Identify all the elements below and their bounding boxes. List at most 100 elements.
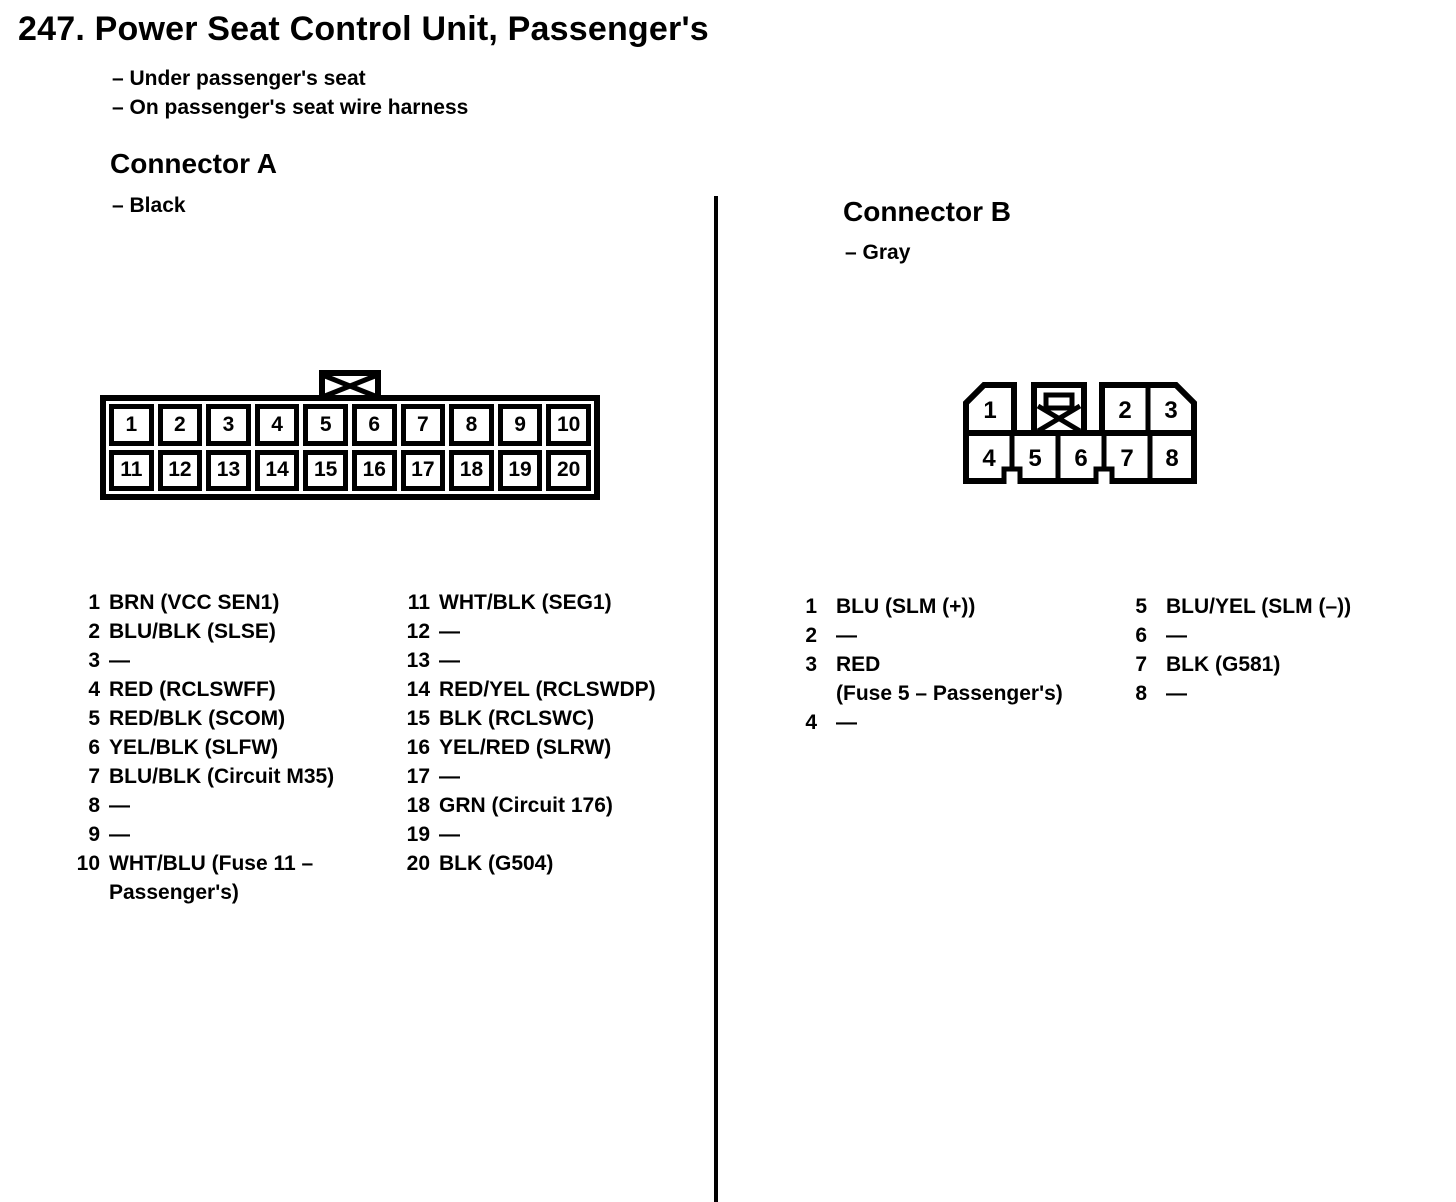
pin-number: 1 [88, 591, 100, 614]
connector-a-pin-cell: 2 [157, 404, 203, 446]
pin-description: BLU/BLK (SLSE) [109, 620, 276, 643]
pin-description: — [439, 765, 460, 788]
connector-a-pin-cell: 16 [351, 449, 397, 491]
connector-a-pin-cell: 7 [400, 404, 446, 446]
connector-a-pin-cell: 20 [546, 449, 591, 491]
pin-row: 5 BLU/YEL (SLM (–)) [1123, 592, 1443, 621]
pin-number: 6 [88, 736, 100, 759]
connector-a-pin-cell: 8 [449, 404, 494, 446]
pin-number: 3 [805, 653, 817, 676]
pin-number: 20 [406, 852, 430, 875]
pin-description: BLK (RCLSWC) [439, 707, 595, 730]
pin-row: 10 WHT/BLU (Fuse 11 –Passenger's) [68, 849, 398, 907]
pin-description: BLU (SLM (+)) [836, 595, 976, 618]
pin-row: 14 RED/YEL (RCLSWDP) [398, 675, 708, 704]
pin-description: — [836, 711, 857, 734]
pin-row: 6 — [1123, 621, 1443, 650]
connector-a-pin-list-left: 1 BRN (VCC SEN1) 2 BLU/BLK (SLSE) 3 — 4 … [68, 588, 398, 907]
pin-number: 7 [1135, 653, 1147, 676]
connector-a-pin-row-top: 1 2 3 4 5 6 7 8 9 10 [109, 404, 591, 446]
pin-description: — [109, 823, 130, 846]
pin-row: 4 — [793, 708, 1113, 737]
connector-a-pin-row-bottom: 11 12 13 14 15 16 17 18 19 20 [109, 449, 591, 491]
pin-row: 15 BLK (RCLSWC) [398, 704, 708, 733]
connector-b-pin-cell: 5 [1028, 445, 1041, 472]
pin-row: 2 BLU/BLK (SLSE) [68, 617, 398, 646]
pin-description: BRN (VCC SEN1) [109, 591, 280, 614]
pin-number: 11 [407, 591, 430, 614]
pin-description: — [1166, 682, 1187, 705]
connector-a-heading: Connector A [110, 148, 277, 179]
pin-row: 3 RED(Fuse 5 – Passenger's) [793, 650, 1113, 708]
pin-number: 1 [805, 595, 817, 618]
pin-description: BLU/BLK (Circuit M35) [109, 765, 335, 788]
pin-row: 8 — [1123, 679, 1443, 708]
page-title: 247. Power Seat Control Unit, Passenger'… [18, 10, 709, 48]
pin-number: 5 [88, 707, 100, 730]
location-notes: – Under passenger's seat – On passenger'… [112, 64, 468, 122]
pin-row: 12 — [398, 617, 708, 646]
pin-number: 16 [406, 736, 430, 759]
connector-a-pin-cell: 4 [254, 404, 300, 446]
pin-description: BLK (G504) [439, 852, 554, 875]
pin-description: — [836, 624, 857, 647]
pin-number: 19 [406, 823, 430, 846]
connector-a-pin-cell: 9 [497, 404, 543, 446]
connector-a-pin-cell: 11 [109, 449, 154, 491]
pin-description: WHT/BLK (SEG1) [439, 591, 612, 614]
pin-description: RED/BLK (SCOM) [109, 707, 286, 730]
pin-number: 8 [88, 794, 100, 817]
pin-number: 2 [88, 620, 100, 643]
pin-row: 7 BLK (G581) [1123, 650, 1443, 679]
pin-row: 20 BLK (G504) [398, 849, 708, 878]
pin-row: 18 GRN (Circuit 176) [398, 791, 708, 820]
pin-description: — [439, 620, 460, 643]
pin-description: WHT/BLU (Fuse 11 –Passenger's) [109, 852, 314, 904]
pin-row: 5 RED/BLK (SCOM) [68, 704, 398, 733]
pin-number: 8 [1135, 682, 1147, 705]
connector-b-pin-cell: 6 [1074, 445, 1087, 472]
connector-b-pin-cell: 7 [1120, 445, 1133, 472]
connector-a-body: 1 2 3 4 5 6 7 8 9 10 [100, 395, 600, 500]
connector-a-pin-cell: 5 [303, 404, 348, 446]
pin-number: 17 [406, 765, 430, 788]
pin-number: 4 [88, 678, 100, 701]
pin-number: 3 [88, 649, 100, 672]
pin-row: 16 YEL/RED (SLRW) [398, 733, 708, 762]
connector-a-pin-cell: 1 [109, 404, 154, 446]
pin-description: YEL/RED (SLRW) [439, 736, 612, 759]
connector-a-pin-cell: 19 [497, 449, 543, 491]
connector-a-drawing: 1 2 3 4 5 6 7 8 9 10 [100, 370, 600, 502]
pin-description: BLK (G581) [1166, 653, 1281, 676]
connector-b-drawing: 1 2 3 4 5 6 7 8 [963, 382, 1197, 484]
pin-row: 2 — [793, 621, 1113, 650]
connector-b-pin-cell: 1 [983, 397, 996, 424]
connector-b-heading: Connector B [843, 196, 1011, 227]
pin-row: 6 YEL/BLK (SLFW) [68, 733, 398, 762]
connector-a-pin-cell: 14 [254, 449, 300, 491]
connector-b-pin-cell: 4 [982, 445, 996, 472]
connector-a-pin-cell: 3 [206, 404, 251, 446]
pin-row: 4 RED (RCLSWFF) [68, 675, 398, 704]
connector-a-pin-cell: 17 [400, 449, 446, 491]
pin-number: 4 [805, 711, 817, 734]
pin-row: 11 WHT/BLK (SEG1) [398, 588, 708, 617]
pin-number: 18 [406, 794, 430, 817]
section-divider-line [714, 196, 718, 1202]
pin-row: 13 — [398, 646, 708, 675]
connector-b-pin-cell: 8 [1165, 445, 1178, 472]
pin-number: 6 [1135, 624, 1147, 647]
connector-b-pin-list-left: 1 BLU (SLM (+)) 2 — 3 RED(Fuse 5 – Passe… [793, 592, 1113, 737]
pin-row: 9 — [68, 820, 398, 849]
location-note: – Under passenger's seat [112, 67, 366, 90]
pin-number: 9 [88, 823, 100, 846]
connector-b-pin-cell: 3 [1164, 397, 1177, 424]
location-note: – On passenger's seat wire harness [112, 96, 469, 119]
pin-description: — [1166, 624, 1187, 647]
pin-number: 13 [406, 649, 430, 672]
connector-a-color-note: – Black [112, 194, 186, 217]
pin-number: 2 [805, 624, 817, 647]
pin-row: 19 — [398, 820, 708, 849]
pin-number: 5 [1135, 595, 1147, 618]
